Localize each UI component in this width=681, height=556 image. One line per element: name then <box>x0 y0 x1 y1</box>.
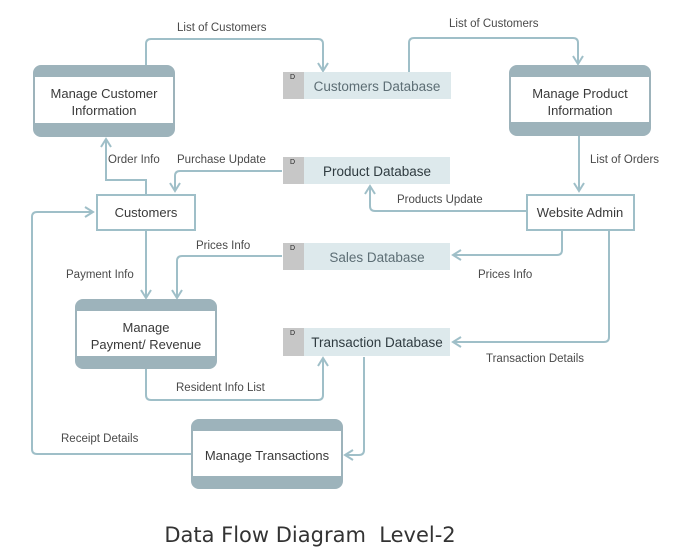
flow-line-prices-info-right <box>451 230 563 261</box>
datastore-body <box>304 157 450 184</box>
datastore-id-label: D <box>290 330 295 337</box>
flow-label-prices-info-left: Prices Info <box>196 240 250 252</box>
entity-label: Website Admin <box>537 205 623 220</box>
flow-line-order-info <box>100 137 147 195</box>
diagram-title: Data Flow Diagram Level-2 <box>164 523 455 547</box>
process-bottom-band <box>76 356 216 368</box>
datastore-label: Sales Database <box>329 250 424 265</box>
process-label-line-2: Information <box>71 103 136 118</box>
flow-label-list-customers-right: List of Customers <box>449 18 539 30</box>
process-label-line-2: Payment/ Revenue <box>91 337 202 352</box>
flow-label-prices-info-right: Prices Info <box>478 269 532 281</box>
datastore-body <box>304 243 450 270</box>
flow-label-products-update: Products Update <box>397 194 483 206</box>
datastore-label: Product Database <box>323 164 431 179</box>
process-bottom-band <box>192 476 342 488</box>
datastore-label: Customers Database <box>314 79 441 94</box>
datastore-label: Transaction Database <box>311 335 443 350</box>
datastore-id-label: D <box>290 159 295 166</box>
process-manage-customer-information[interactable]: Manage Customer Information <box>33 65 175 137</box>
datastore-id-box <box>283 243 304 270</box>
flow-labels: List of Customers List of Customers Orde… <box>61 18 659 445</box>
flow-line-purchase-update <box>169 170 282 193</box>
process-label-line-1: Manage <box>123 320 170 335</box>
flow-label-list-customers-left: List of Customers <box>177 22 267 34</box>
flow-line-prices-info-left <box>171 255 282 300</box>
datastore-id-box <box>283 328 304 356</box>
flow-lines <box>31 37 610 461</box>
flow-label-order-info: Order Info <box>108 154 160 166</box>
entity-label: Customers <box>115 205 178 220</box>
flow-label-receipt-details: Receipt Details <box>61 433 139 445</box>
process-label-line-1: Manage Customer <box>51 86 159 101</box>
datastore-id-box <box>283 157 304 184</box>
datastore-body <box>304 328 450 356</box>
process-label-line-1: Manage Product <box>532 86 628 101</box>
process-manage-transactions[interactable]: Manage Transactions <box>191 419 343 489</box>
process-label: Manage Transactions <box>205 448 330 463</box>
datastore-transaction-database[interactable]: D Transaction Database <box>283 328 450 356</box>
entity-box <box>526 194 635 231</box>
flow-label-purchase-update: Purchase Update <box>177 154 266 166</box>
datastore-sales-database[interactable]: D Sales Database <box>283 243 450 270</box>
flow-line-list-customers-left <box>145 38 329 73</box>
flow-label-resident-info-list: Resident Info List <box>176 382 266 394</box>
flow-label-list-of-orders: List of Orders <box>590 154 659 166</box>
entity-website-admin[interactable]: Website Admin <box>526 194 635 231</box>
process-top-band <box>192 420 342 431</box>
process-label-line-2: Information <box>547 103 612 118</box>
datastore-id-box <box>283 72 304 99</box>
datastore-customers-database[interactable]: D Customers Database <box>283 72 451 99</box>
entity-customers[interactable]: Customers <box>96 194 196 231</box>
flow-line-receipt-details <box>31 206 191 455</box>
flow-line-transaction-to-manage <box>343 357 365 461</box>
process-top-band <box>76 300 216 311</box>
flow-line-list-customers-right <box>408 37 584 72</box>
process-top-band <box>34 66 174 77</box>
flow-label-payment-info: Payment Info <box>66 269 134 281</box>
process-bottom-band <box>510 122 650 135</box>
datastore-body <box>304 72 451 99</box>
process-bottom-band <box>34 123 174 136</box>
process-manage-payment-revenue[interactable]: Manage Payment/ Revenue <box>75 299 217 369</box>
process-manage-product-information[interactable]: Manage Product Information <box>509 65 651 136</box>
flow-label-transaction-details: Transaction Details <box>486 353 584 365</box>
flow-line-resident-info-list <box>145 356 329 401</box>
entity-box <box>96 194 196 231</box>
flow-line-transaction-details <box>451 230 610 348</box>
datastore-product-database[interactable]: D Product Database <box>283 157 450 184</box>
datastore-id-label: D <box>290 245 295 252</box>
datastore-id-label: D <box>290 74 295 81</box>
flow-line-products-update <box>364 184 526 212</box>
process-top-band <box>510 66 650 77</box>
